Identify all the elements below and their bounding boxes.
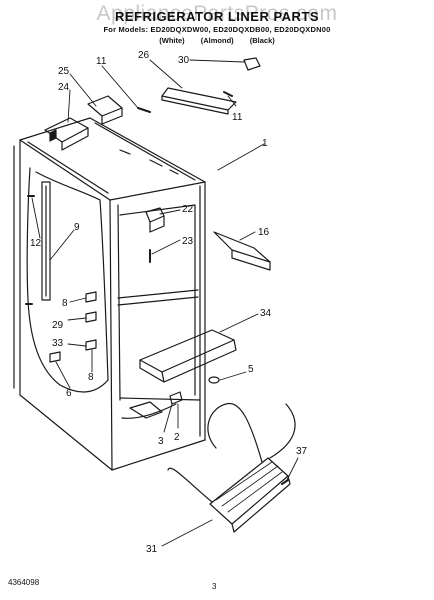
callout-37: 37 [296,446,308,457]
refrigerator-liner [13,117,206,471]
callout-30: 30 [178,55,190,66]
callout-26: 26 [138,50,150,61]
callout-1: 1 [262,138,268,149]
color-variants: (White) (Almond) (Black) [159,36,275,45]
diagram-code: 4364098 [8,578,40,587]
part-22-bracket [145,207,165,233]
part-24-25-brackets [44,95,123,151]
callout-6: 6 [66,388,72,399]
callout-8-lower: 8 [88,372,94,383]
leader-lines [31,59,299,547]
model-numbers: For Models: ED20DQXDW00, ED20DQXDB00, ED… [103,25,331,34]
callout-2: 2 [174,432,180,443]
callout-16: 16 [258,227,270,238]
part-5-clip [208,376,220,384]
part-34-shelf [139,329,237,383]
page-number: 3 [212,582,217,591]
part-11-screws [137,91,233,113]
callout-22: 22 [182,204,194,215]
part-2-3-clips [169,391,183,405]
callout-25: 25 [58,66,70,77]
callout-3: 3 [158,436,164,447]
callout-11-right: 11 [232,112,243,123]
callout-34: 34 [260,308,272,319]
watermark: AppliancePartsPros.com [96,2,338,25]
small-clips [25,195,97,363]
callout-31: 31 [146,544,158,555]
part-9-vertical-rail [41,181,51,301]
part-16-cover [213,231,271,271]
part-30-clip [243,57,261,71]
callout-9: 9 [74,222,80,233]
callout-29: 29 [52,320,64,331]
callout-5: 5 [248,364,254,375]
part-31-heater [167,402,296,533]
callout-12: 12 [30,238,42,249]
callout-11-top: 11 [96,56,107,67]
part-26-top-rail [161,87,237,115]
callout-23: 23 [182,236,194,247]
callout-33: 33 [52,338,64,349]
callout-24: 24 [58,82,70,93]
callout-numbers: 25 24 11 26 30 11 1 12 9 22 23 16 8 29 3… [30,50,308,555]
diagram-title: REFRIGERATOR LINER PARTS [114,9,320,24]
callout-8-upper: 8 [62,298,68,309]
